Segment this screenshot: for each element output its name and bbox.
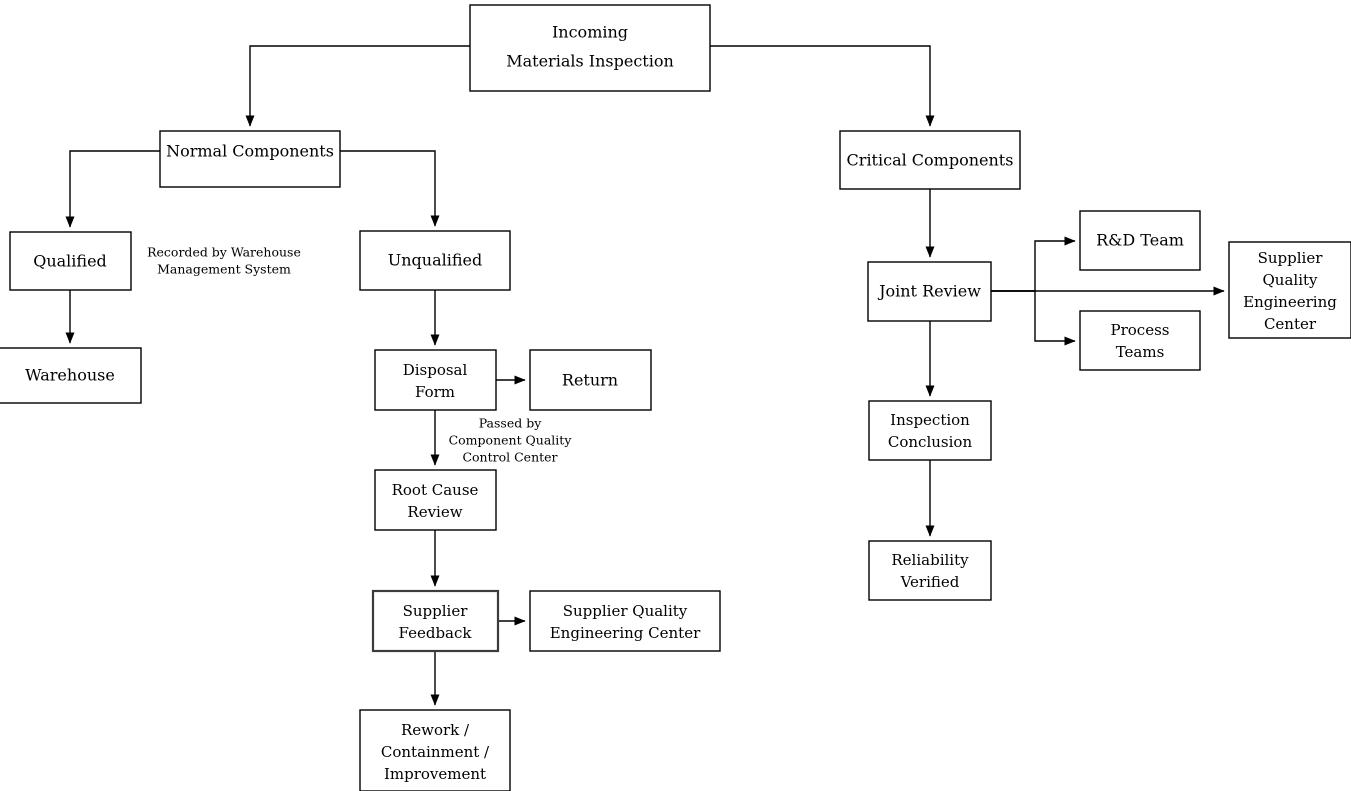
node-sqec-right-label-line2: Quality	[1263, 271, 1319, 289]
edge-joint-review-to-process-teams	[991, 290, 1076, 346]
edge-normal-to-unqualified	[340, 150, 440, 227]
node-critical-components-box[interactable]	[839, 130, 1021, 190]
edge-label-passed-by-line1: Passed by	[479, 416, 543, 431]
node-rnd-team-label: R&D Team	[1096, 231, 1184, 250]
node-rework-label-line1: Rework /	[401, 721, 470, 739]
node-incoming-materials-inspection[interactable]: Incoming Materials Inspection	[469, 4, 711, 92]
node-unqualified-box[interactable]	[359, 230, 511, 291]
node-return-label: Return	[562, 371, 618, 390]
node-rework-label-line3: Improvement	[384, 765, 486, 783]
node-sqec-right-label-line4: Center	[1264, 315, 1317, 333]
node-supplier-feedback-label-line1: Supplier	[403, 602, 469, 620]
node-disposal-form-box[interactable]	[374, 349, 497, 411]
node-process-teams-box[interactable]	[1079, 310, 1201, 371]
edge-label-warehouse-record: Recorded by Warehouse Management System	[147, 245, 301, 277]
node-joint-review-label: Joint Review	[877, 282, 981, 301]
node-qualified-label: Qualified	[33, 252, 107, 271]
node-incoming-label-line1: Incoming	[552, 23, 628, 42]
node-critical-components-label: Critical Components	[847, 151, 1014, 170]
node-unqualified-label: Unqualified	[388, 251, 483, 270]
edge-label-warehouse-record-line1: Recorded by Warehouse	[147, 245, 301, 260]
node-root-cause-review[interactable]: Root Cause Review	[374, 469, 497, 531]
node-joint-review[interactable]: Joint Review	[867, 261, 992, 322]
edge-incoming-to-critical	[710, 45, 935, 127]
node-inspection-conclusion[interactable]: Inspection Conclusion	[868, 400, 992, 461]
node-joint-review-box[interactable]	[867, 261, 992, 322]
node-supplier-feedback-label-line2: Feedback	[399, 624, 473, 642]
edge-labels-layer: Recorded by Warehouse Management System …	[147, 245, 572, 465]
node-rnd-team[interactable]: R&D Team	[1079, 210, 1201, 271]
node-sqec-left-box[interactable]	[529, 590, 721, 652]
edge-joint-review-to-rnd-team	[991, 236, 1076, 292]
node-unqualified[interactable]: Unqualified	[359, 230, 511, 291]
node-inspection-conclusion-label-line1: Inspection	[890, 411, 970, 429]
node-inspection-conclusion-label-line2: Conclusion	[888, 433, 973, 451]
node-reliability-verified-label-line1: Reliability	[891, 551, 969, 569]
edges-layer	[65, 45, 1225, 706]
node-supplier-feedback[interactable]: Supplier Feedback	[371, 589, 500, 653]
node-rework-label-line2: Containment /	[381, 743, 490, 761]
node-normal-components-box[interactable]	[159, 130, 341, 188]
node-warehouse[interactable]: Warehouse	[0, 347, 142, 404]
node-process-teams[interactable]: Process Teams	[1079, 310, 1201, 371]
node-reliability-verified[interactable]: Reliability Verified	[868, 540, 992, 601]
edge-label-passed-by-line3: Control Center	[462, 450, 557, 465]
node-warehouse-label: Warehouse	[25, 366, 115, 385]
edge-incoming-to-normal	[245, 45, 470, 127]
node-rnd-team-box[interactable]	[1079, 210, 1201, 271]
node-incoming-label-line2: Materials Inspection	[506, 52, 674, 71]
node-supplier-feedback-box[interactable]	[371, 589, 500, 653]
node-return[interactable]: Return	[529, 349, 652, 411]
nodes-layer: Incoming Materials Inspection Normal Com…	[0, 4, 1351, 791]
node-qualified-box[interactable]	[9, 231, 132, 291]
node-disposal-form-label-line2: Form	[415, 383, 455, 401]
node-rework-containment-improvement[interactable]: Rework / Containment / Improvement	[359, 709, 511, 791]
node-critical-components[interactable]: Critical Components	[839, 130, 1021, 190]
node-supplier-quality-engineering-center-right[interactable]: Supplier Quality Engineering Center	[1228, 241, 1351, 339]
node-warehouse-box[interactable]	[0, 347, 142, 404]
node-root-cause-review-label-line1: Root Cause	[392, 481, 479, 499]
node-normal-components[interactable]: Normal Components	[159, 130, 341, 188]
node-sqec-right-label-line1: Supplier	[1258, 249, 1324, 267]
node-disposal-form[interactable]: Disposal Form	[374, 349, 497, 411]
node-root-cause-review-box[interactable]	[374, 469, 497, 531]
node-incoming-box[interactable]	[469, 4, 711, 92]
edge-normal-to-qualified	[65, 150, 160, 228]
node-sqec-right-label-line3: Engineering	[1243, 293, 1337, 311]
node-process-teams-label-line2: Teams	[1116, 343, 1165, 361]
node-sqec-right-box[interactable]	[1228, 241, 1351, 339]
edge-label-passed-by-line2: Component Quality	[449, 433, 573, 448]
node-reliability-verified-box[interactable]	[868, 540, 992, 601]
node-root-cause-review-label-line2: Review	[407, 503, 462, 521]
edge-label-passed-by: Passed by Component Quality Control Cent…	[449, 416, 573, 465]
node-disposal-form-label-line1: Disposal	[403, 361, 468, 379]
node-normal-components-label: Normal Components	[166, 142, 334, 161]
node-reliability-verified-label-line2: Verified	[900, 573, 960, 591]
node-process-teams-label-line1: Process	[1111, 321, 1170, 339]
edge-label-warehouse-record-line2: Management System	[157, 262, 291, 277]
node-sqec-left-label-line1: Supplier Quality	[563, 602, 688, 620]
node-qualified[interactable]: Qualified	[9, 231, 132, 291]
node-return-box[interactable]	[529, 349, 652, 411]
node-inspection-conclusion-box[interactable]	[868, 400, 992, 461]
node-sqec-left-label-line2: Engineering Center	[550, 624, 701, 642]
node-supplier-quality-engineering-center-left[interactable]: Supplier Quality Engineering Center	[529, 590, 721, 652]
node-rework-box[interactable]	[359, 709, 511, 791]
